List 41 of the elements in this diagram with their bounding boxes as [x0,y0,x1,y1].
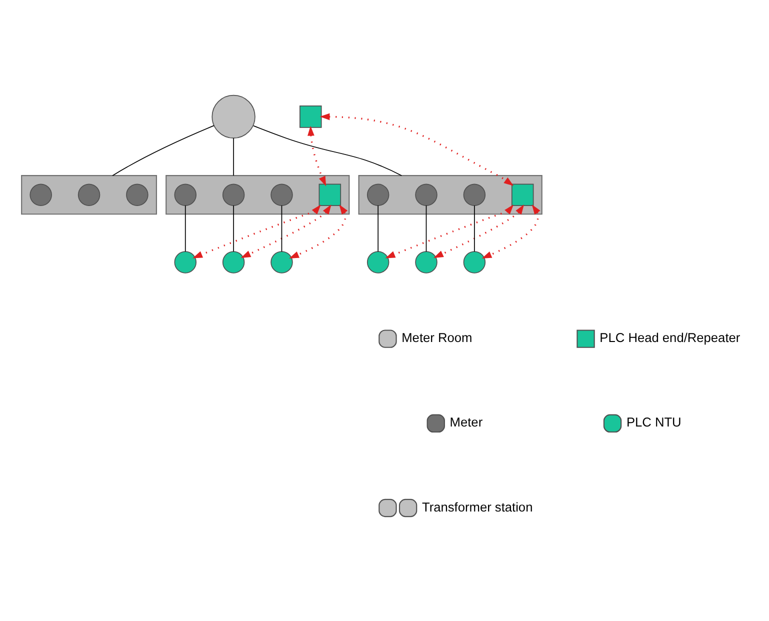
node-circle [463,183,486,206]
node-circle [270,183,293,206]
connector [233,204,234,252]
legend-label: Transformer station [422,498,533,514]
legend-label: Meter Room [402,330,472,345]
node-circle [366,250,390,273]
node-circle [415,183,438,206]
node-box [318,183,342,206]
arrow [240,204,332,258]
node-circle [174,183,196,206]
node-circle [126,183,148,206]
node-box [511,183,534,206]
connector [184,204,186,252]
arrow [482,204,540,258]
connector [252,124,402,176]
node-circle [222,183,245,206]
node-circle [78,183,100,206]
arrow [385,204,514,258]
arrow [289,204,348,258]
node-circle [30,183,52,206]
connector [233,137,234,176]
connector [281,204,282,252]
node-circle [463,250,486,273]
node-circle [270,250,293,273]
node-circle [415,250,438,273]
connector [112,124,214,176]
arrow [433,204,524,258]
connector [474,204,475,252]
node-circle [212,94,256,138]
arrow [192,204,321,258]
cluster [21,174,157,214]
node-circle [174,250,196,273]
legend-label: PLC NTU [626,414,682,430]
connector [426,204,427,252]
legend-label: Meter [450,414,483,430]
arrow [320,112,514,186]
node-circle [366,183,390,206]
legend-label: PLC Head end/Repeater [600,330,740,345]
node-box [300,105,322,128]
arrow [308,125,326,186]
node-circle [222,250,245,273]
